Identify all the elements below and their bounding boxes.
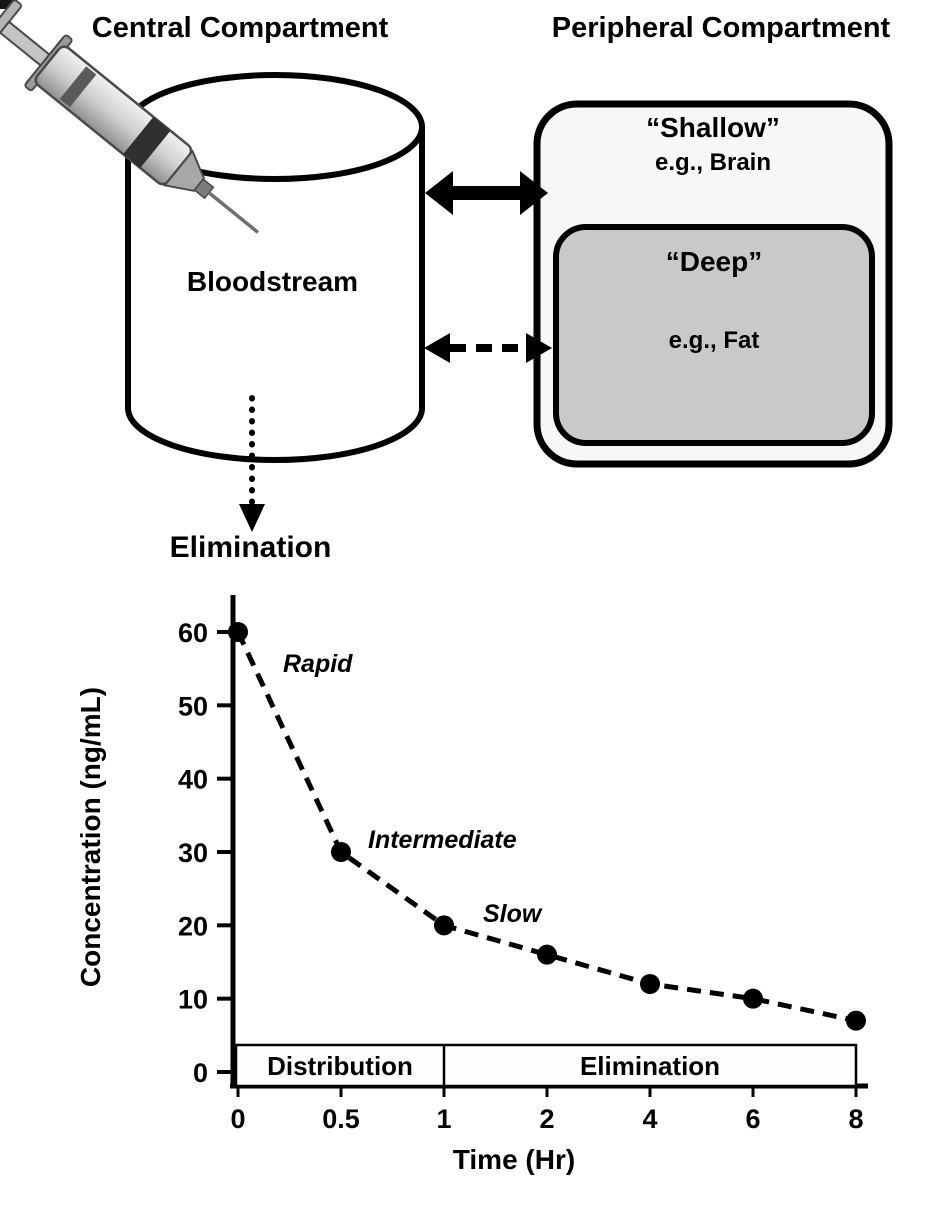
phase-annotation: Rapid [283,650,353,678]
data-point [743,988,763,1009]
distribution-phase-label: Distribution [267,1051,413,1081]
bloodstream-label: Bloodstream [186,266,359,297]
shallow-exchange-arrow [425,171,548,215]
x-tick-label: 4 [642,1104,657,1134]
data-point [537,944,557,965]
deep-example-label: e.g., Fat [668,327,760,354]
bloodstream-cylinder-body [125,127,425,463]
deep-label: “Deep” [665,246,763,277]
elimination-phase-label: Elimination [580,1051,720,1081]
deep-compartment-box [553,224,875,446]
phase-band [234,1043,858,1088]
peripheral-compartment-title: Peripheral Compartment [551,12,891,44]
x-tick-label: 2 [539,1104,554,1134]
compartment-diagram [0,0,893,532]
x-tick-label: 0.5 [322,1104,360,1134]
x-tick-label: 6 [745,1104,760,1134]
phase-annotation: Intermediate [368,826,517,854]
y-tick-label: 60 [178,618,208,648]
y-tick-label: 30 [178,838,208,868]
x-tick-label: 0 [230,1104,245,1134]
phase-annotation: Slow [483,900,543,928]
corner-artifact [0,0,14,9]
data-point [846,1010,866,1031]
shallow-example-label: e.g., Brain [654,149,772,176]
shallow-label: “Shallow” [646,112,780,143]
x-tick-label: 8 [848,1104,863,1134]
y-axis-title: Concentration (ng/mL) [75,687,106,987]
syringe-icon [0,0,260,234]
data-point [434,915,454,936]
deep-exchange-arrow [424,333,552,363]
elimination-label: Elimination [169,531,332,564]
x-axis-title: Time (Hr) [453,1144,575,1175]
data-point [640,974,660,994]
central-compartment-title: Central Compartment [91,12,389,44]
x-tick-label: 1 [436,1104,451,1134]
data-point [228,622,248,642]
concentration-time-chart: 0 10 20 30 40 50 60 0 0.5 1 2 4 6 8 Distribution Elimin… [75,595,868,1175]
y-tick-label: 20 [178,911,208,941]
y-tick-label: 40 [178,765,208,795]
y-tick-label: 50 [178,691,208,721]
y-tick-label: 0 [193,1058,208,1088]
elimination-arrow [239,395,265,532]
y-tick-label: 10 [178,985,208,1015]
data-point [331,842,351,862]
